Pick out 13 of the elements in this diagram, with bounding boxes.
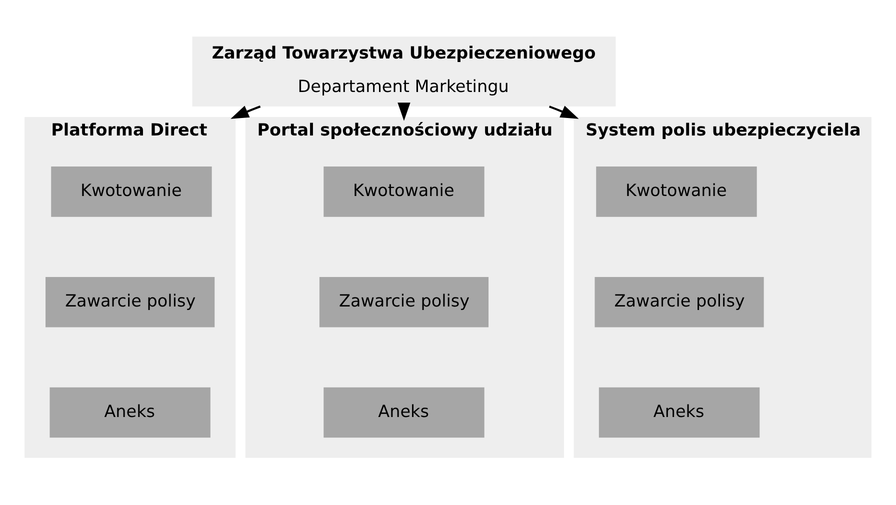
node-box: Aneks (50, 387, 210, 438)
node-box: Aneks (598, 387, 760, 438)
arrow (230, 106, 261, 119)
node-box: Zawarcie polisy (594, 276, 764, 328)
arrow (548, 106, 579, 119)
node-box: Kwotowanie (324, 166, 484, 217)
node-box: Zarząd Towarzystwa Ubezpieczeniowego Departament Marketingu (192, 36, 616, 106)
node-box: Kwotowanie (596, 166, 757, 217)
node-box: Kwotowanie (51, 166, 212, 217)
node-box: Zawarcie polisy (46, 276, 215, 328)
node-box: Aneks (324, 387, 484, 438)
node-box: Zawarcie polisy (319, 276, 489, 328)
arrow (398, 102, 410, 121)
